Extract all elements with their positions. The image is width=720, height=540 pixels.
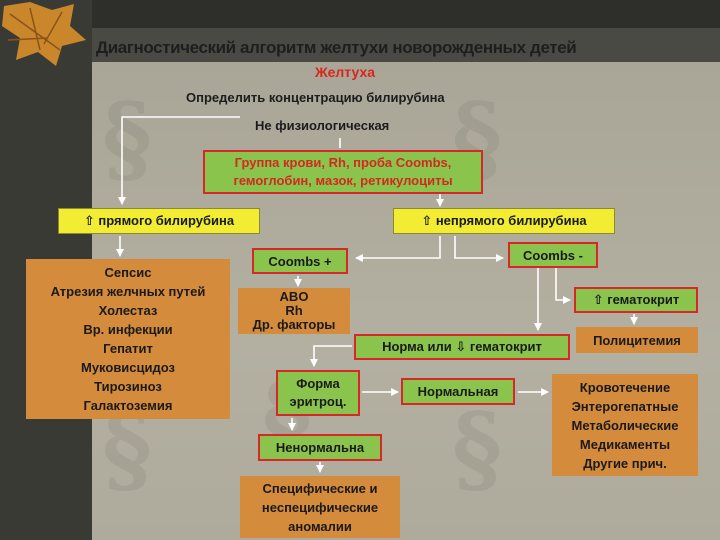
slide-top-band	[0, 0, 720, 28]
other-cause-item: Энтерогепатные	[571, 398, 679, 414]
lab-tests-line-1: Группа крови, Rh, проба Coombs,	[234, 155, 452, 170]
node-normal-or-low-hematocrit: Норма или ⇩ гематокрит	[354, 334, 570, 360]
direct-cause-item: Гепатит	[103, 341, 153, 356]
node-jaundice: Желтуха	[314, 64, 376, 80]
node-non-physiological: Не физиологическая	[255, 118, 390, 133]
direct-cause-item: Сепсис	[104, 265, 152, 280]
node-anomalies: Специфические и неспецифические аномалии	[240, 476, 400, 538]
other-cause-item: Другие прич.	[583, 455, 667, 471]
abo-factor-item: Rh	[285, 303, 303, 318]
node-determine-bilirubin: Определить концентрацию билирубина	[186, 90, 445, 105]
slide-title: Диагностический алгоритм желтухи новорож…	[96, 38, 577, 57]
node-normal: Нормальная	[401, 378, 515, 405]
node-direct-bilirubin: ⇧ прямого билирубина	[58, 208, 260, 234]
other-cause-item: Медикаменты	[579, 436, 671, 452]
anomalies-line: Специфические и	[262, 480, 378, 496]
node-polycythemia: Полицитемия	[576, 327, 698, 353]
autumn-leaf-icon	[2, 2, 86, 66]
direct-cause-item: Холестаз	[98, 303, 158, 318]
node-coombs-positive: Coombs +	[252, 248, 348, 274]
anomalies-line: неспецифические	[261, 499, 379, 515]
direct-cause-item: Вр. инфекции	[83, 322, 173, 337]
other-cause-item: Кровотечение	[579, 379, 671, 395]
node-coombs-negative: Coombs -	[508, 242, 598, 268]
node-direct-causes: Сепсис Атрезия желчных путей Холестаз Вр…	[26, 259, 230, 419]
abo-factor-item: ABO	[279, 289, 309, 304]
node-abnormal: Ненормальна	[258, 434, 382, 461]
rbc-form-line: эритроц.	[289, 394, 347, 409]
node-other-causes: Кровотечение Энтерогепатные Метаболическ…	[552, 374, 698, 476]
direct-cause-item: Атрезия желчных путей	[50, 284, 206, 299]
anomalies-line: аномалии	[288, 518, 352, 534]
node-abo-factors: ABO Rh Др. факторы	[238, 288, 350, 334]
lab-tests-line-2: гемоглобин, мазок, ретикулоциты	[233, 173, 453, 188]
other-cause-item: Метаболические	[571, 417, 679, 433]
direct-cause-item: Муковисцидоз	[80, 360, 175, 375]
direct-cause-item: Галактоземия	[83, 398, 173, 413]
node-lab-tests: Группа крови, Rh, проба Coombs, гемоглоб…	[203, 150, 483, 194]
direct-cause-item: Тирозиноз	[94, 379, 162, 394]
node-indirect-bilirubin: ⇧ непрямого билирубина	[393, 208, 615, 234]
rbc-form-line: Форма	[296, 376, 340, 391]
node-hematocrit-up: ⇧ гематокрит	[574, 287, 698, 313]
abo-factor-item: Др. факторы	[252, 317, 336, 332]
node-rbc-form: Форма эритроц.	[276, 370, 360, 416]
